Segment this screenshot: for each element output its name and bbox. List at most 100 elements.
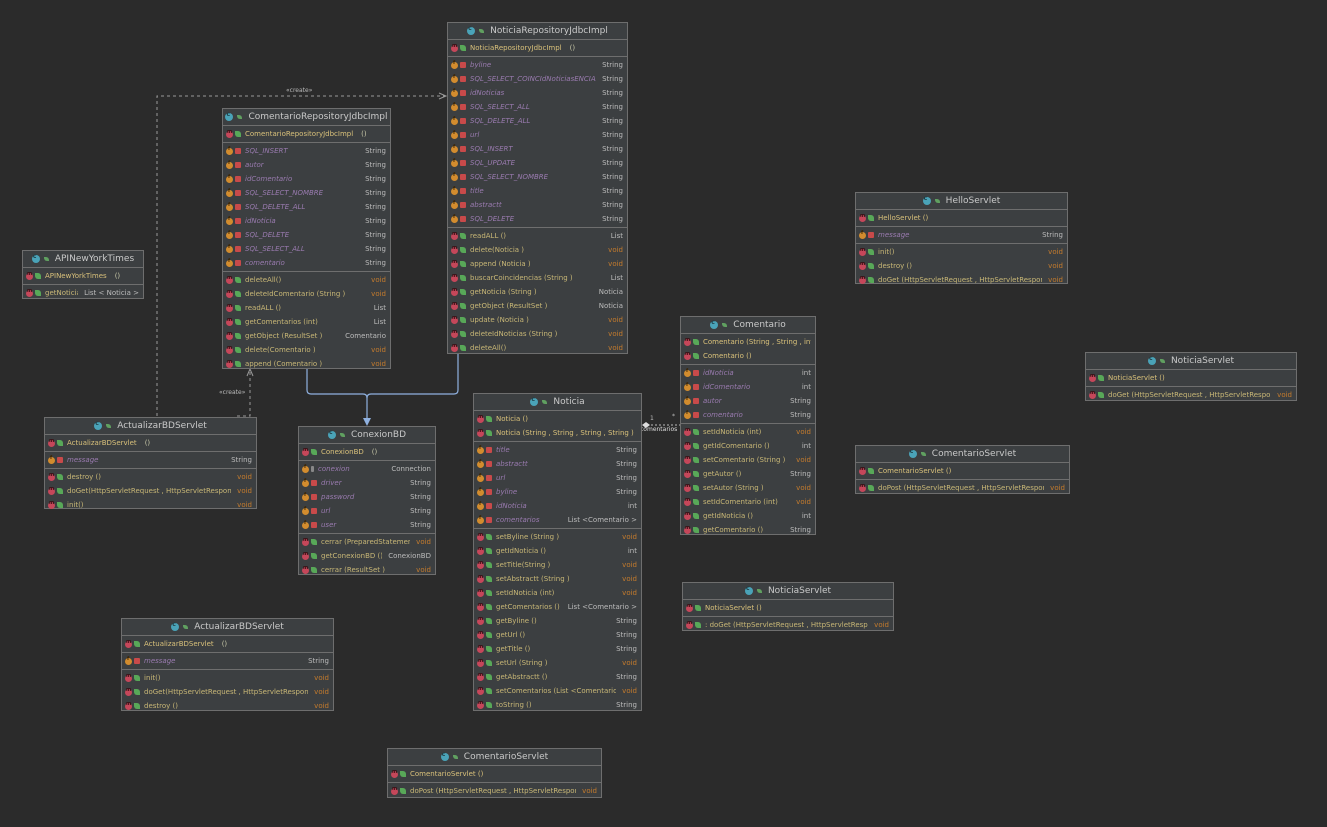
class-header[interactable]: ActualizarBDServlet (122, 619, 333, 636)
class-header[interactable]: NoticiaRepositoryJdbcImpl (448, 23, 627, 40)
method-row[interactable]: getIdComentario ()int (681, 439, 815, 453)
class-comentario-servlet[interactable]: ComentarioServletComentarioServlet ()doP… (855, 445, 1070, 494)
method-row[interactable]: toString ()String (474, 698, 641, 712)
constructor-row[interactable]: NoticiaServlet () (1086, 371, 1296, 385)
method-row[interactable]: deleteAll()void (448, 341, 627, 355)
class-header[interactable]: APINewYorkTimes (23, 251, 143, 268)
method-row[interactable]: getNoticias ()List < Noticia > (23, 286, 143, 300)
class-comentario[interactable]: ComentarioComentario (String , String , … (680, 316, 816, 535)
class-api-new-york-times[interactable]: APINewYorkTimesAPINewYorkTimes()getNotic… (22, 250, 144, 299)
class-comentario-servlet-2[interactable]: ComentarioServletComentarioServlet ()doP… (387, 748, 602, 798)
class-comentario-repository-jdbc-impl[interactable]: ComentarioRepositoryJdbcImplComentarioRe… (222, 108, 391, 369)
constructor-row[interactable]: ComentarioRepositoryJdbcImpl() (223, 127, 390, 141)
constructor-row[interactable]: HelloServlet () (856, 211, 1067, 225)
class-header[interactable]: ComentarioRepositoryJdbcImpl (223, 109, 390, 126)
method-row[interactable]: init()void (45, 498, 256, 512)
method-row[interactable]: getNoticia (String )Noticia (448, 285, 627, 299)
constructor-row[interactable]: ComentarioServlet () (388, 767, 601, 781)
method-row[interactable]: update (Noticia )void (448, 313, 627, 327)
class-noticia-servlet[interactable]: NoticiaServletNoticiaServlet ()doGet (Ht… (1085, 352, 1297, 401)
method-row[interactable]: append (Comentario )void (223, 357, 390, 371)
method-row[interactable]: cerrar (PreparedStatement )void (299, 535, 435, 549)
method-row[interactable]: setByline (String )void (474, 530, 641, 544)
method-row[interactable]: setUrl (String )void (474, 656, 641, 670)
method-row[interactable]: doPost (HttpServletRequest , HttpServlet… (856, 481, 1069, 495)
class-header[interactable]: Noticia (474, 394, 641, 411)
class-actualizar-bd-servlet-2[interactable]: ActualizarBDServletActualizarBDServlet()… (121, 618, 334, 711)
method-row[interactable]: getComentario ()String (681, 523, 815, 537)
constructor-row[interactable]: Comentario (String , String , int) (681, 335, 815, 349)
constructor-row[interactable]: ActualizarBDServlet() (122, 637, 333, 651)
method-row[interactable]: destroy ()void (45, 470, 256, 484)
class-header[interactable]: Comentario (681, 317, 815, 334)
class-header[interactable]: NoticiaServlet (683, 583, 893, 600)
method-row[interactable]: setComentarios (List <Comentario >)void (474, 684, 641, 698)
method-row[interactable]: getIdNoticia ()int (474, 544, 641, 558)
method-row[interactable]: deleteIdNoticias (String )void (448, 327, 627, 341)
method-row[interactable]: setAbstractt (String )void (474, 572, 641, 586)
method-row[interactable]: doGet(HttpServletRequest , HttpServletRe… (122, 685, 333, 699)
method-row[interactable]: setIdComentario (int)void (681, 495, 815, 509)
method-row[interactable]: delete(Comentario )void (223, 343, 390, 357)
class-hello-servlet[interactable]: HelloServletHelloServlet () messageString… (855, 192, 1068, 284)
method-row[interactable]: : doGet (HttpServletRequest , HttpServle… (683, 618, 893, 632)
method-row[interactable]: init()void (856, 245, 1067, 259)
method-row[interactable]: readALL ()List (223, 301, 390, 315)
method-row[interactable]: getTitle ()String (474, 642, 641, 656)
constructor-row[interactable]: Noticia () (474, 412, 641, 426)
method-row[interactable]: getIdNoticia ()int (681, 509, 815, 523)
method-row[interactable]: setTitle(String )void (474, 558, 641, 572)
method-row[interactable]: destroy ()void (122, 699, 333, 713)
method-row[interactable]: setIdNoticia (int)void (681, 425, 815, 439)
method-row[interactable]: setIdNoticia (int)void (474, 586, 641, 600)
method-row[interactable]: doGet(HttpServletRequest , HttpServletRe… (45, 484, 256, 498)
method-row[interactable]: delete(Noticia )void (448, 243, 627, 257)
constructor-row[interactable]: NoticiaServlet () (683, 601, 893, 615)
method-row[interactable]: deleteAll()void (223, 273, 390, 287)
constructor-row[interactable]: NoticiaRepositoryJdbcImpl() (448, 41, 627, 55)
constructor-row[interactable]: ComentarioServlet () (856, 464, 1069, 478)
method-row[interactable]: setAutor (String )void (681, 481, 815, 495)
constructor-row[interactable]: ConexionBD() (299, 445, 435, 459)
class-conexion-bd[interactable]: ConexionBDConexionBD()conexionConnection… (298, 426, 436, 575)
constructor-row[interactable]: Comentario () (681, 349, 815, 363)
method-row[interactable]: doPost (HttpServletRequest , HttpServlet… (388, 784, 601, 798)
class-header[interactable]: HelloServlet (856, 193, 1067, 210)
method-row[interactable]: doGet (HttpServletRequest , HttpServletR… (1086, 388, 1296, 402)
method-row[interactable]: append (Noticia )void (448, 257, 627, 271)
class-actualizar-bd-servlet[interactable]: ActualizarBDServletActualizarBDServlet()… (44, 417, 257, 509)
method-row[interactable]: getObject (ResultSet )Comentario (223, 329, 390, 343)
